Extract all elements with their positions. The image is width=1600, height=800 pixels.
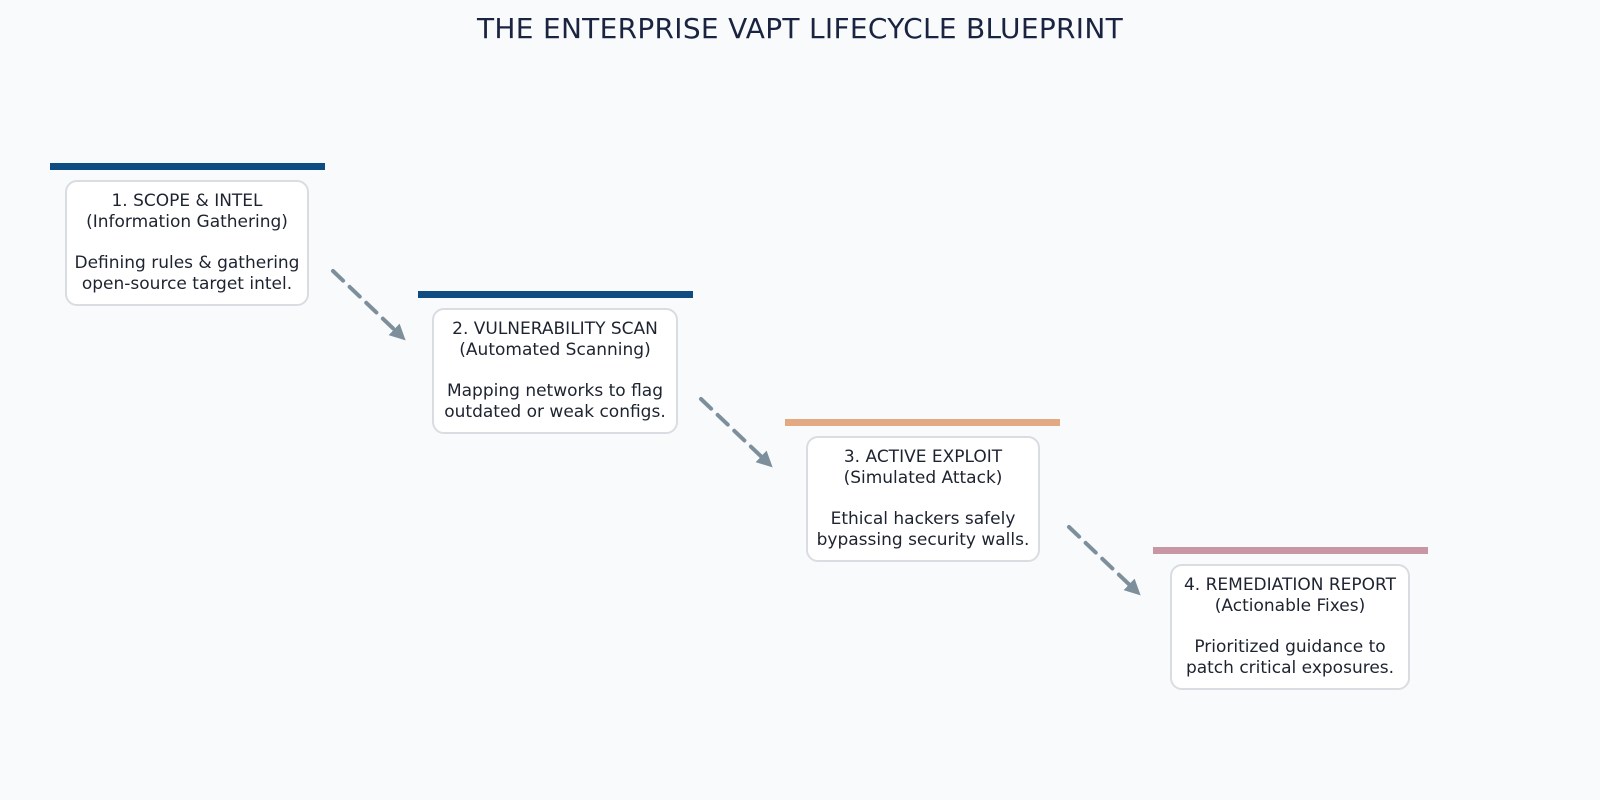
phase-title: 3. ACTIVE EXPLOIT xyxy=(843,447,1003,467)
flow-arrow-3-to-4 xyxy=(1067,525,1141,596)
phase-card-vulnerability-scan: 2. VULNERABILITY SCAN (Automated Scannin… xyxy=(432,308,678,434)
phase-bar-vulnerability-scan xyxy=(418,291,693,298)
phase-card-scope: 1. SCOPE & INTEL (Information Gathering)… xyxy=(65,180,309,306)
phase-title: 1. SCOPE & INTEL xyxy=(111,191,263,211)
phase-description: Ethical hackers safely bypassing securit… xyxy=(816,509,1030,550)
phase-title: 2. VULNERABILITY SCAN xyxy=(452,319,658,339)
phase-bar-scope xyxy=(50,163,325,170)
phase-subtitle: (Information Gathering) xyxy=(86,212,288,232)
phase-description: Mapping networks to flag outdated or wea… xyxy=(444,381,666,422)
phase-bar-remediation-report xyxy=(1153,547,1428,554)
diagram-title: THE ENTERPRISE VAPT LIFECYCLE BLUEPRINT xyxy=(477,12,1123,45)
phase-subtitle: (Automated Scanning) xyxy=(459,340,651,360)
phase-card-active-exploit: 3. ACTIVE EXPLOIT (Simulated Attack) Eth… xyxy=(806,436,1040,562)
phase-bar-active-exploit xyxy=(785,419,1060,426)
flow-arrow-2-to-3 xyxy=(699,397,773,468)
phase-description: Prioritized guidance to patch critical e… xyxy=(1185,637,1395,678)
phase-card-remediation-report: 4. REMEDIATION REPORT (Actionable Fixes)… xyxy=(1170,564,1410,690)
phase-subtitle: (Simulated Attack) xyxy=(843,468,1003,488)
phase-subtitle: (Actionable Fixes) xyxy=(1214,596,1366,616)
phase-title: 4. REMEDIATION REPORT xyxy=(1183,575,1397,595)
phase-description: Defining rules & gathering open-source t… xyxy=(74,253,300,294)
flow-arrow-1-to-2 xyxy=(331,269,406,341)
